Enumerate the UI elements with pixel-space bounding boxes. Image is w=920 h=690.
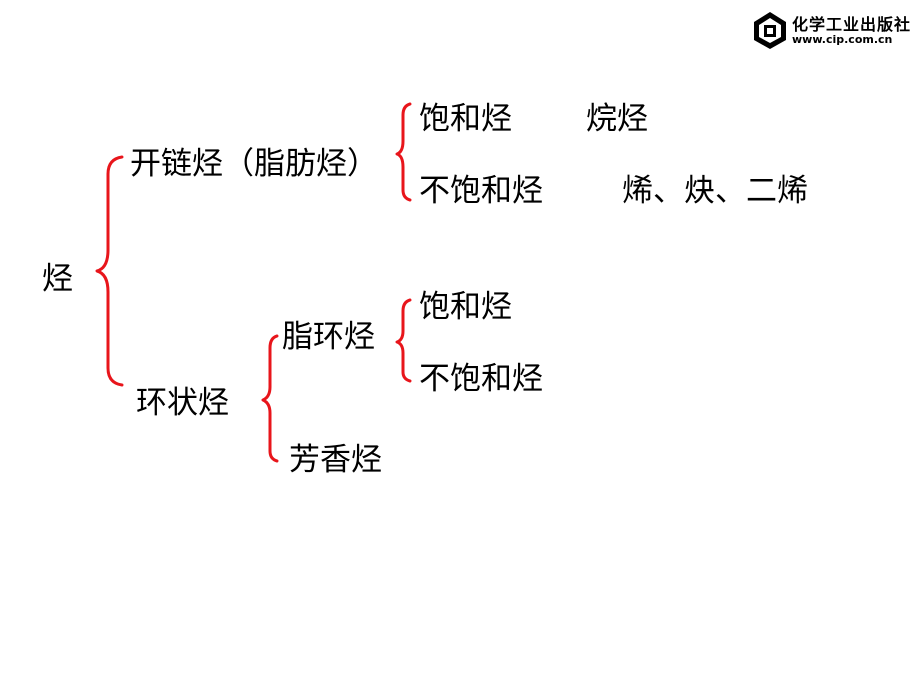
node-cyclic: 环状烃: [136, 385, 229, 421]
root-brace: [95, 155, 124, 387]
publisher-logo: 化学工业出版社 www.cip.com.cn: [752, 8, 916, 52]
node-saturated-cyclic: 饱和烃: [419, 289, 512, 325]
node-alkane: 烷烃: [586, 101, 648, 137]
node-unsaturated-open: 不饱和烃: [419, 173, 543, 209]
publisher-logo-icon: [754, 12, 786, 49]
node-hydrocarbon: 烃: [42, 261, 73, 297]
node-unsaturated-examples: 烯、炔、二烯: [622, 173, 808, 209]
node-open-chain: 开链烃（脂肪烃）: [130, 146, 378, 182]
open-chain-brace: [395, 102, 412, 202]
alicyclic-brace: [395, 298, 412, 383]
node-saturated-open: 饱和烃: [419, 101, 512, 137]
publisher-url: www.cip.com.cn: [792, 33, 893, 46]
node-aromatic: 芳香烃: [289, 442, 382, 478]
node-unsaturated-cyclic: 不饱和烃: [419, 361, 543, 397]
publisher-name: 化学工业出版社: [792, 15, 912, 34]
node-alicyclic: 脂环烃: [282, 319, 375, 355]
cyclic-brace: [261, 334, 279, 463]
